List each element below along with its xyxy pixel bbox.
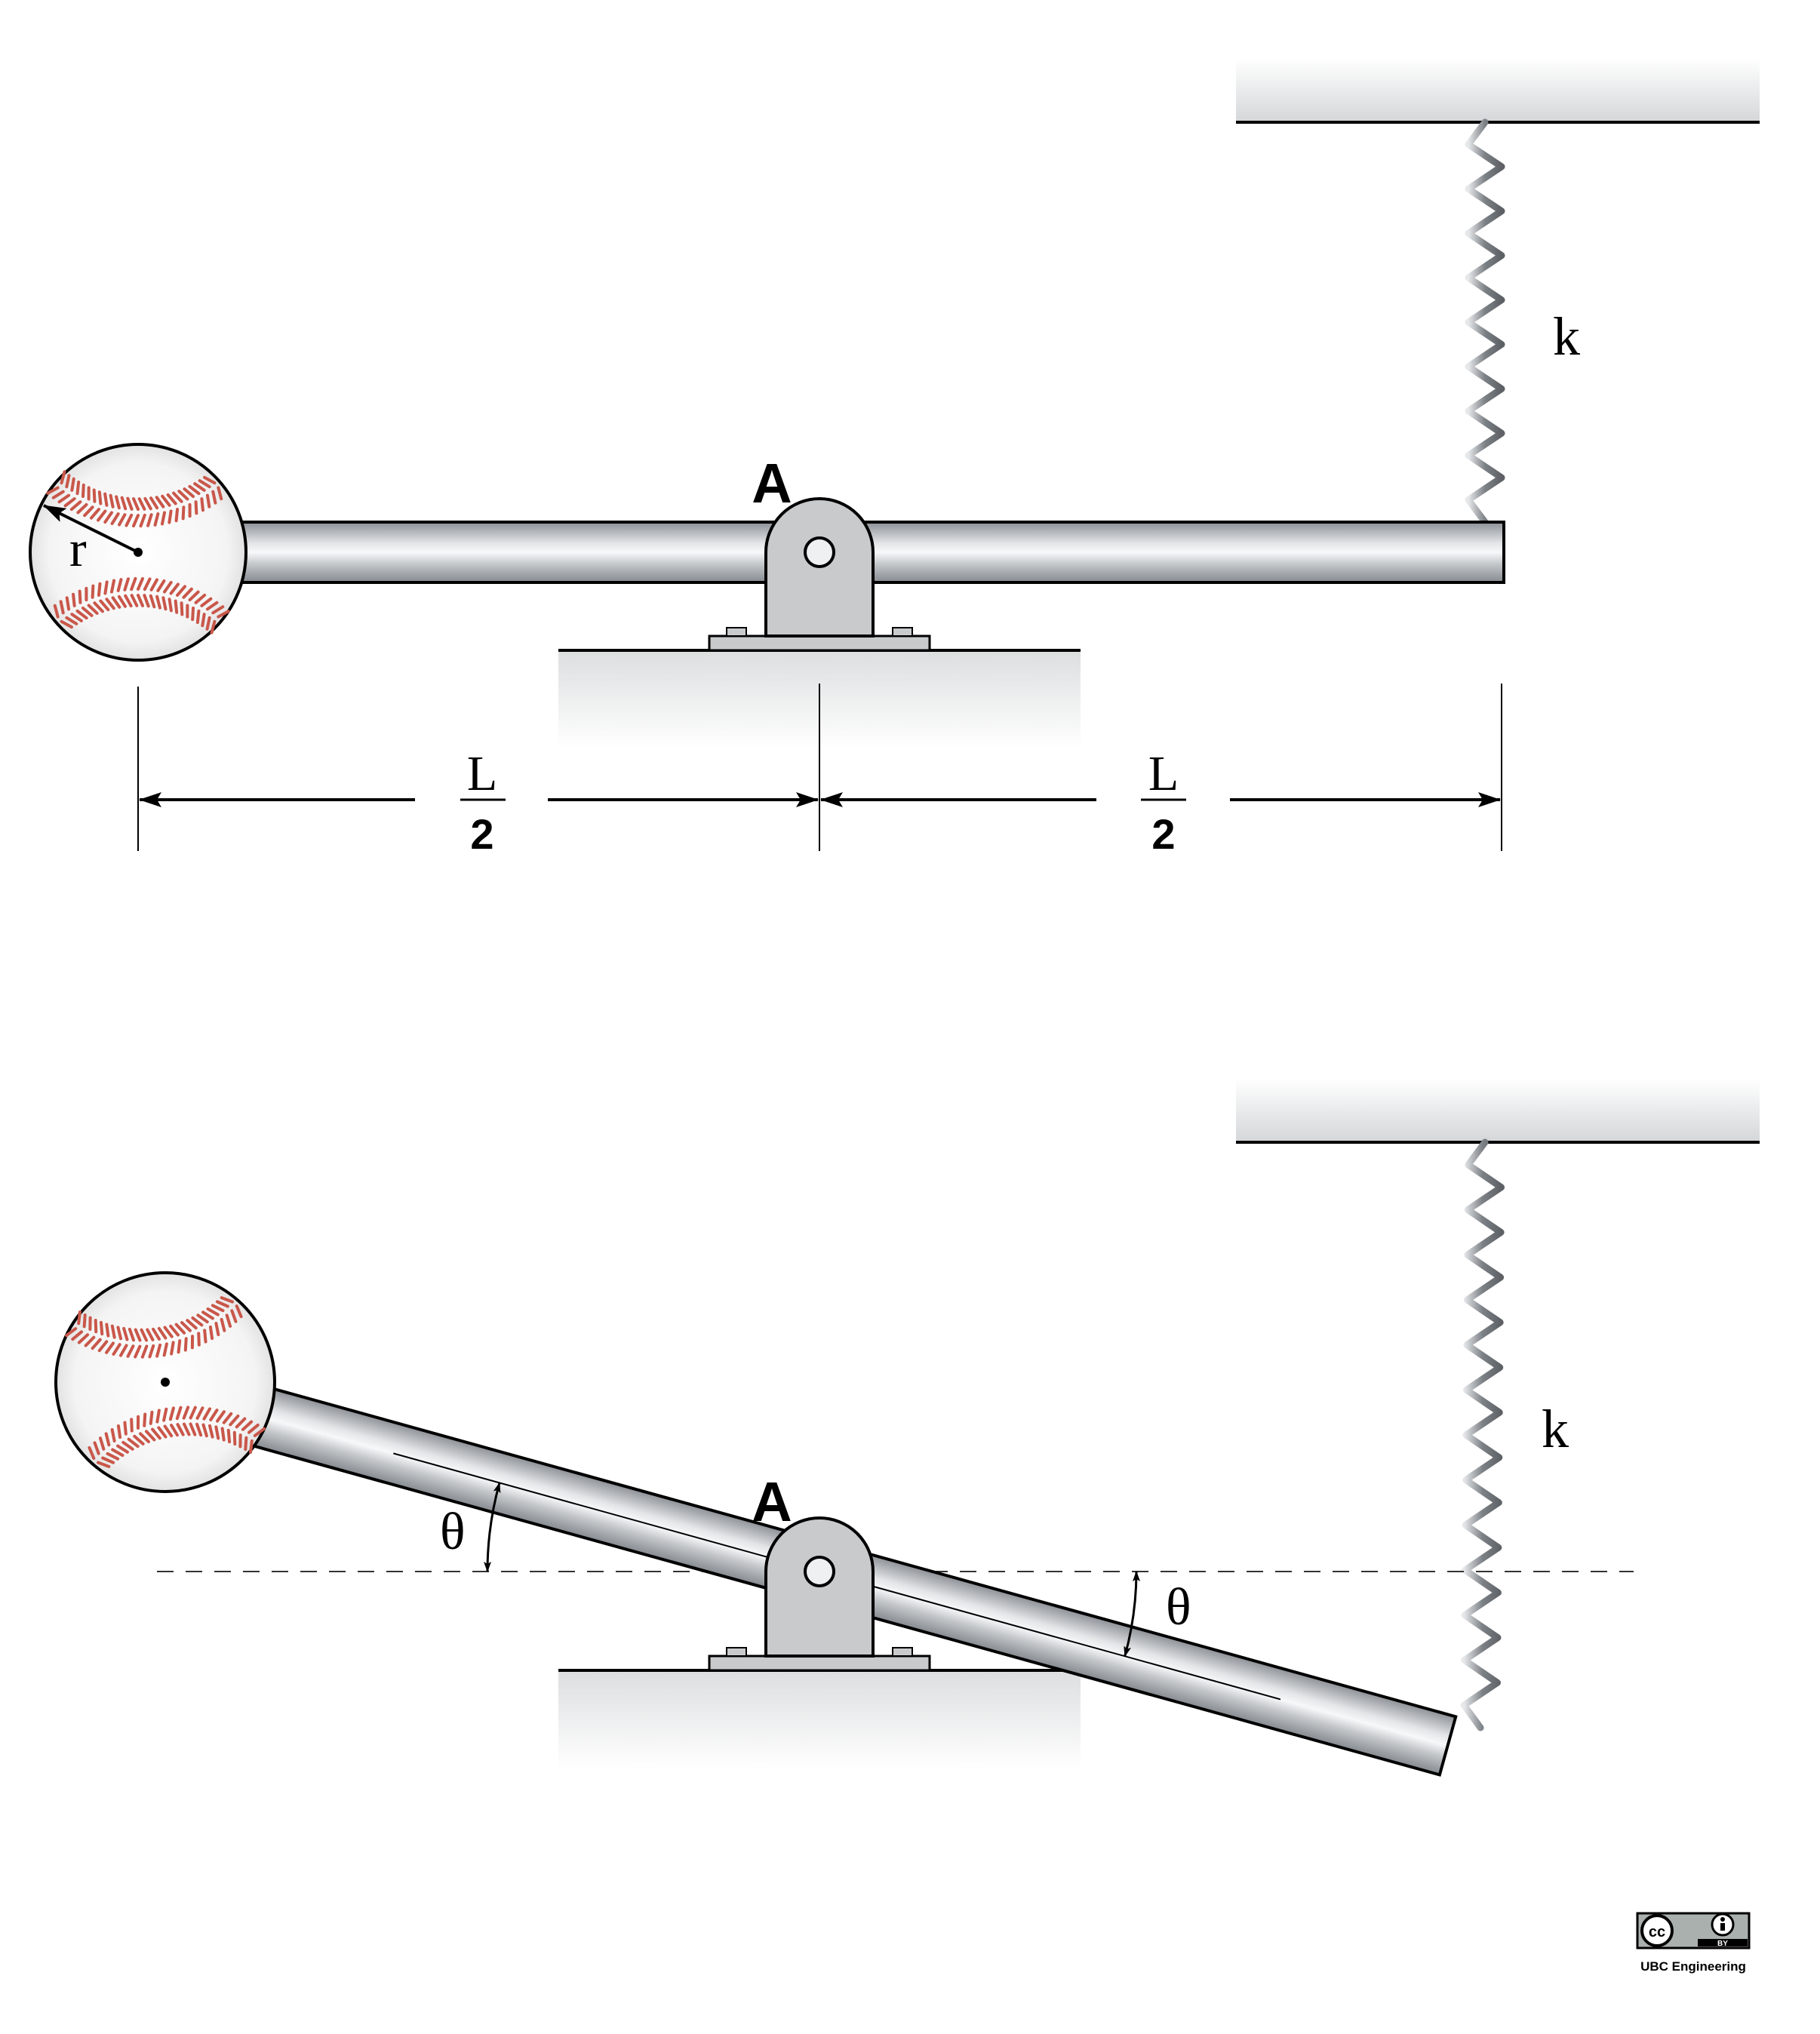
license-credit: UBC Engineering — [1640, 1959, 1746, 1974]
svg-text:L: L — [1148, 746, 1179, 801]
ceiling-top — [1236, 59, 1760, 124]
spring-top — [1465, 118, 1505, 526]
dimension-lines — [137, 684, 1502, 851]
svg-text:BY: BY — [1717, 1940, 1728, 1948]
svg-text:L: L — [467, 746, 497, 801]
baseball-bottom — [54, 1271, 276, 1493]
radius-label: r — [69, 520, 87, 577]
pivot-pin-bottom — [804, 1556, 835, 1587]
angle-arc-left — [484, 1482, 501, 1572]
angle-arc-right — [1124, 1571, 1140, 1658]
svg-text:2: 2 — [1151, 810, 1175, 858]
spring-bottom — [1460, 1138, 1505, 1731]
svg-text:cc: cc — [1649, 1924, 1665, 1940]
svg-text:2: 2 — [470, 810, 493, 858]
ground-bottom — [558, 1669, 1081, 1768]
top-figure: r A k L 2 L 2 — [29, 59, 1760, 858]
pivot-support-top — [708, 627, 931, 652]
ceiling-bottom — [1236, 1079, 1760, 1144]
pivot-bracket-bottom — [764, 1516, 875, 1658]
pivot-label-bottom: A — [752, 1470, 792, 1533]
pivot-support-bottom — [708, 1647, 931, 1672]
radius-indicator — [43, 504, 143, 557]
bottom-figure: θ θ A k — [54, 1079, 1760, 1777]
pivot-pin-top — [804, 536, 835, 568]
cc-logo-icon — [1640, 1914, 1674, 1947]
spring-label-bottom: k — [1542, 1399, 1569, 1459]
pivot-label-top: A — [752, 452, 792, 515]
cc-by-license-badge: cc BY UBC Engineering — [1636, 1912, 1751, 1974]
dimension-left: L 2 — [460, 746, 506, 858]
spring-label-top: k — [1553, 306, 1580, 367]
dimension-right: L 2 — [1141, 746, 1186, 858]
angle-label-left: θ — [440, 1503, 466, 1561]
angle-label-right: θ — [1166, 1578, 1191, 1636]
pivot-bracket-top — [764, 497, 875, 638]
